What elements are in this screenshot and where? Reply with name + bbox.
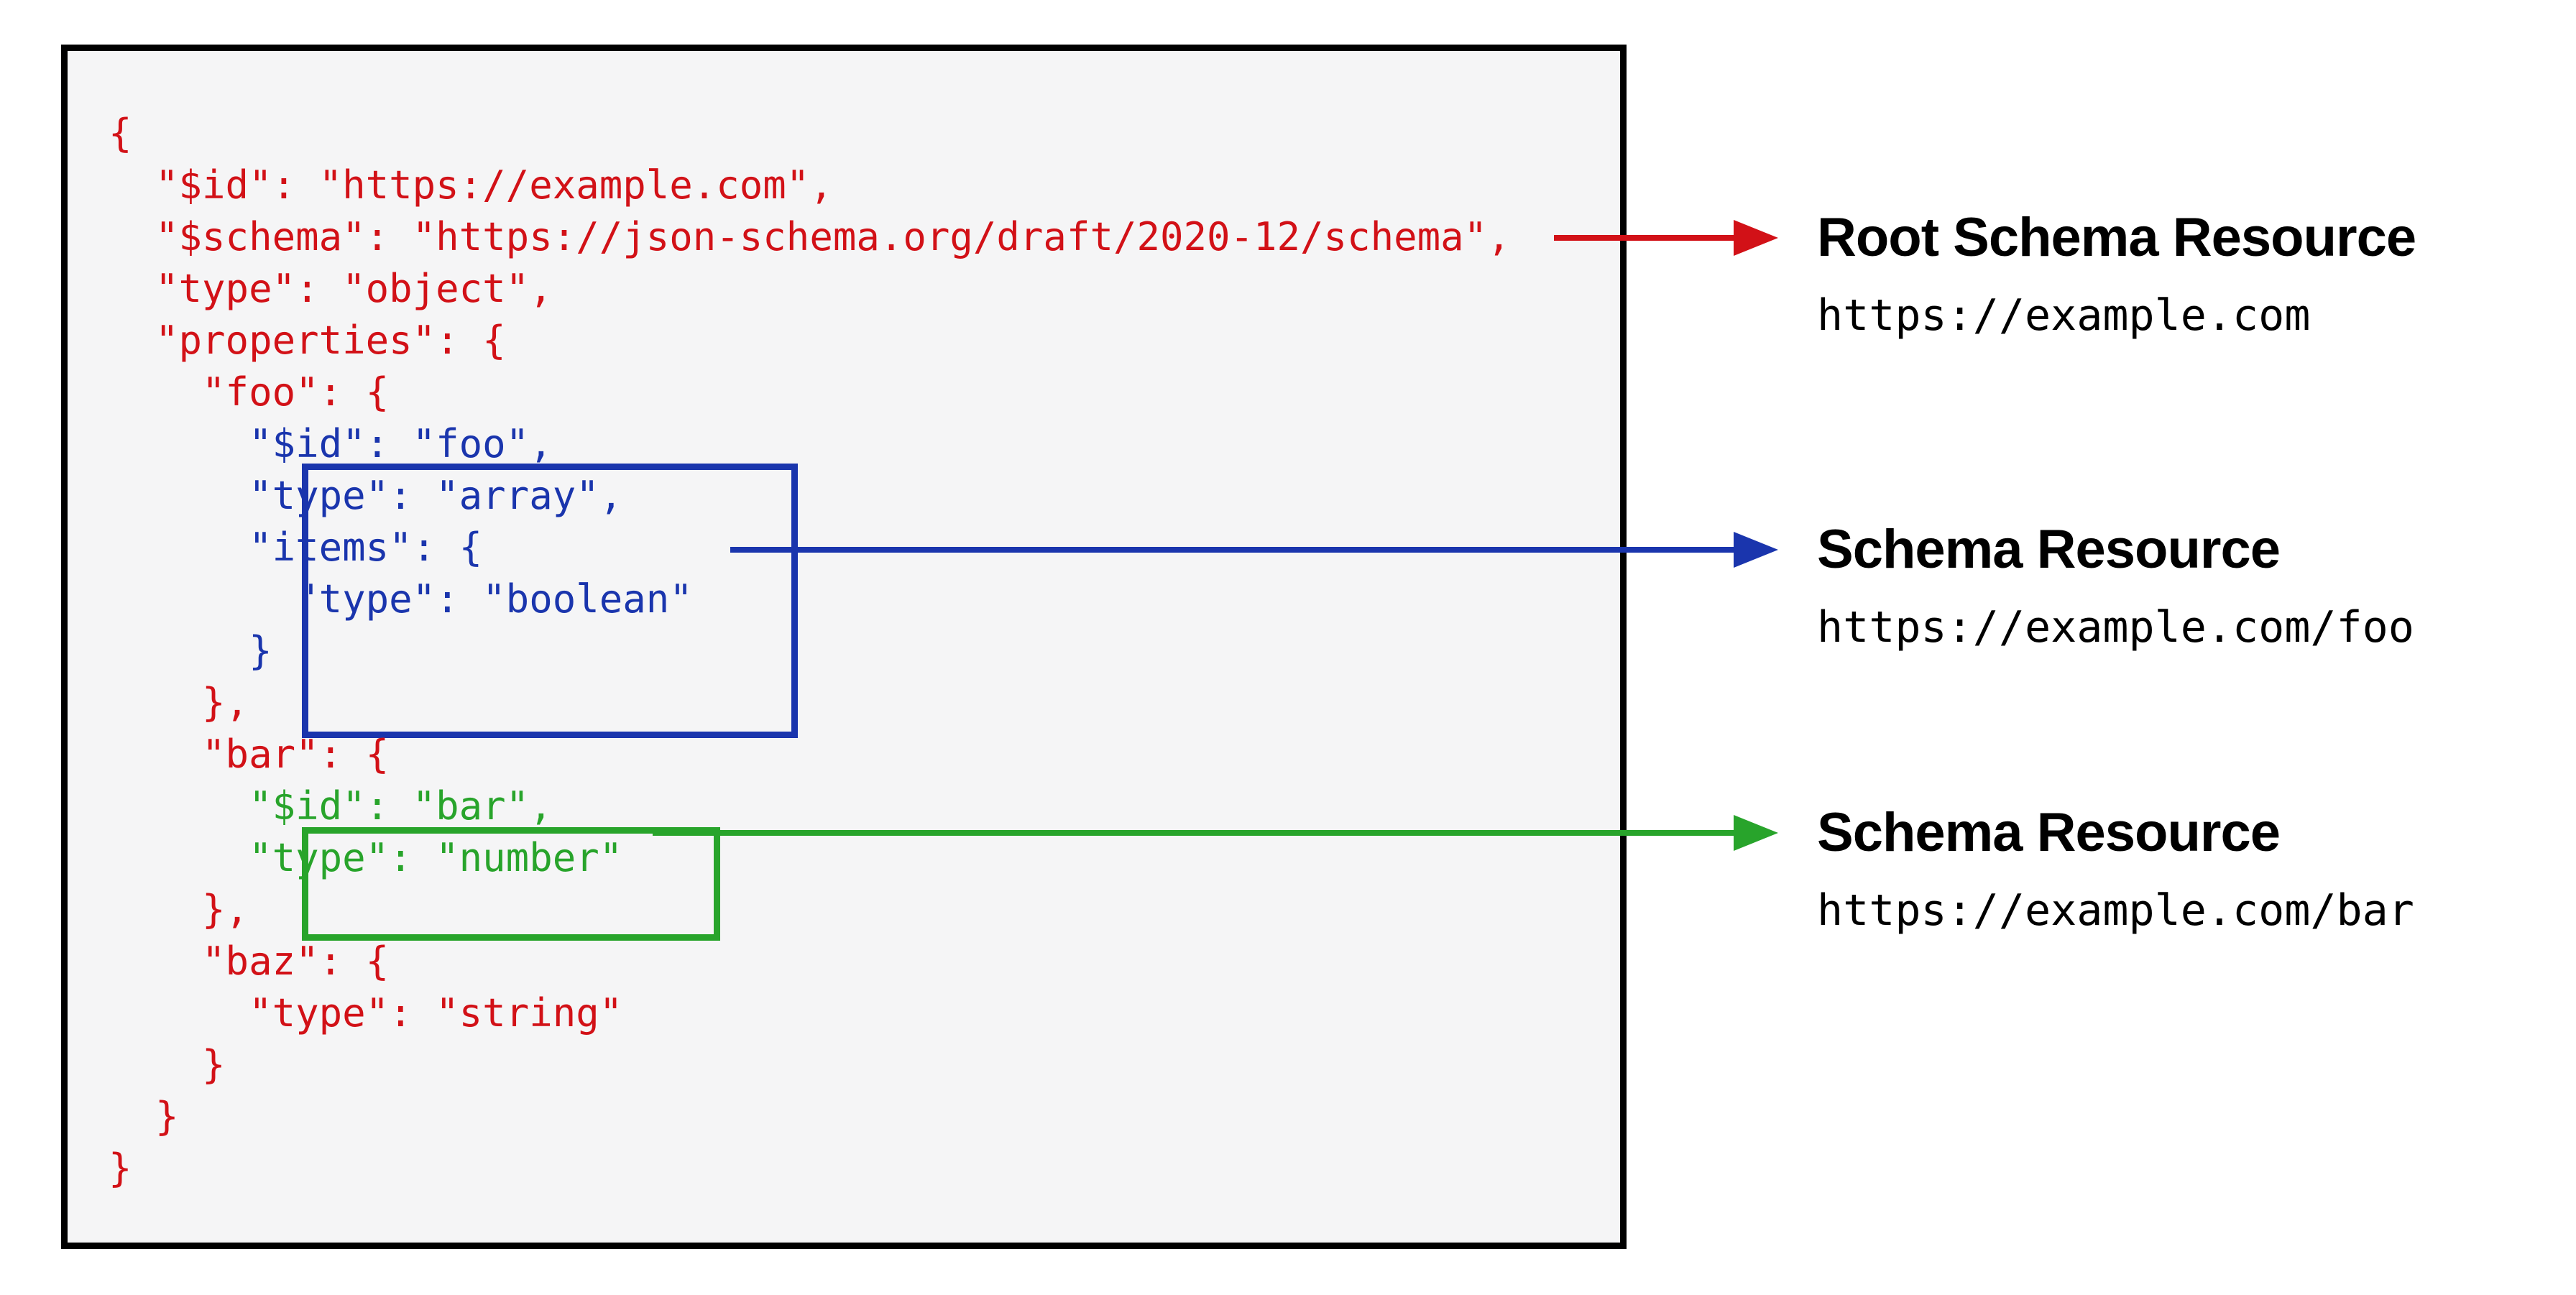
code-line: "$schema": "https://json-schema.org/draf… bbox=[109, 214, 1511, 259]
annotation-url: https://example.com/bar bbox=[1817, 885, 2414, 936]
code-line: }, bbox=[109, 887, 249, 932]
code-line: "items": { bbox=[109, 525, 483, 570]
code-line: "type": "object", bbox=[109, 266, 553, 311]
bar-schema-resource-box bbox=[302, 827, 720, 941]
annotation-foo-schema-resource: Schema Resource https://example.com/foo bbox=[1817, 517, 2536, 653]
code-line: "type": "array", bbox=[109, 473, 623, 518]
annotation-title: Root Schema Resource bbox=[1817, 207, 2416, 268]
foo-schema-resource-box bbox=[302, 464, 798, 738]
code-line: "type": "string" bbox=[109, 990, 623, 1036]
code-line: "type": "boolean" bbox=[109, 576, 693, 622]
code-line: } bbox=[109, 1042, 226, 1087]
code-line: "type": "number" bbox=[109, 835, 623, 880]
code-line: "$id": "foo", bbox=[109, 421, 553, 466]
bar-schema-arrow-head bbox=[1734, 815, 1778, 851]
root-schema-arrow-head bbox=[1734, 220, 1778, 256]
schema-code-panel bbox=[61, 45, 1627, 1249]
code-line: } bbox=[109, 1146, 132, 1191]
code-line: "bar": { bbox=[109, 732, 390, 777]
annotation-url: https://example.com/foo bbox=[1817, 602, 2414, 653]
code-line: "$id": "https://example.com", bbox=[109, 162, 833, 208]
annotation-title: Schema Resource bbox=[1817, 519, 2281, 580]
code-line: } bbox=[109, 628, 272, 673]
code-line: }, bbox=[109, 680, 249, 725]
code-line: "foo": { bbox=[109, 369, 390, 415]
annotation-bar-schema-resource: Schema Resource https://example.com/bar bbox=[1817, 801, 2536, 936]
code-line: "$id": "bar", bbox=[109, 783, 553, 829]
code-line: { bbox=[109, 111, 132, 156]
code-line: "baz": { bbox=[109, 939, 390, 984]
code-line: "properties": { bbox=[109, 318, 506, 363]
foo-schema-arrow-head bbox=[1734, 532, 1778, 568]
annotation-root-schema-resource: Root Schema Resource https://example.com bbox=[1817, 206, 2536, 341]
annotation-title: Schema Resource bbox=[1817, 802, 2281, 863]
annotation-url: https://example.com bbox=[1817, 290, 2311, 341]
code-line: } bbox=[109, 1094, 179, 1139]
json-code: { "$id": "https://example.com", "$schema… bbox=[109, 108, 1511, 1194]
